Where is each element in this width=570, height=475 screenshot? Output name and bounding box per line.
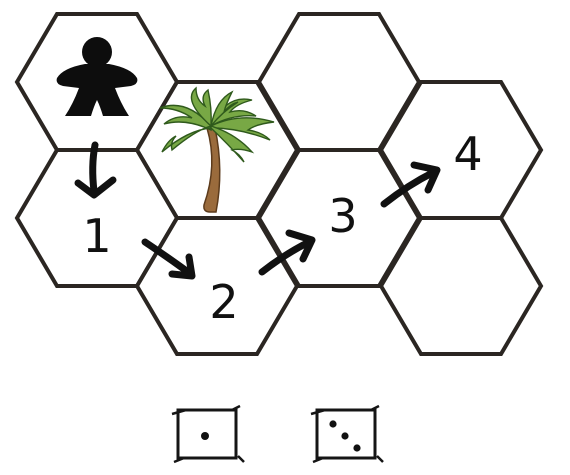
step-number-1: 1 <box>82 209 111 263</box>
die-pip <box>341 432 349 440</box>
hex-tile-grid <box>14 12 544 356</box>
die-pip <box>201 432 209 440</box>
hex-tile-step-2[interactable] <box>134 216 300 356</box>
step-number-4: 4 <box>453 127 482 181</box>
arrow-3-to-4 <box>380 161 441 208</box>
step-number-3: 3 <box>328 189 357 243</box>
die-pip <box>329 420 337 428</box>
step-number-2: 2 <box>209 275 238 329</box>
arrow-2-to-3 <box>258 229 316 276</box>
arrow-1-to-2 <box>141 238 196 280</box>
arrow-start-to-1 <box>74 141 117 199</box>
hex-tile-empty-bottom-right[interactable] <box>378 216 544 356</box>
die-three[interactable] <box>310 404 384 464</box>
meeple-icon[interactable] <box>56 37 138 116</box>
die-one[interactable] <box>171 404 245 464</box>
die-pip <box>353 444 361 452</box>
palm-tree-icon <box>159 86 275 213</box>
